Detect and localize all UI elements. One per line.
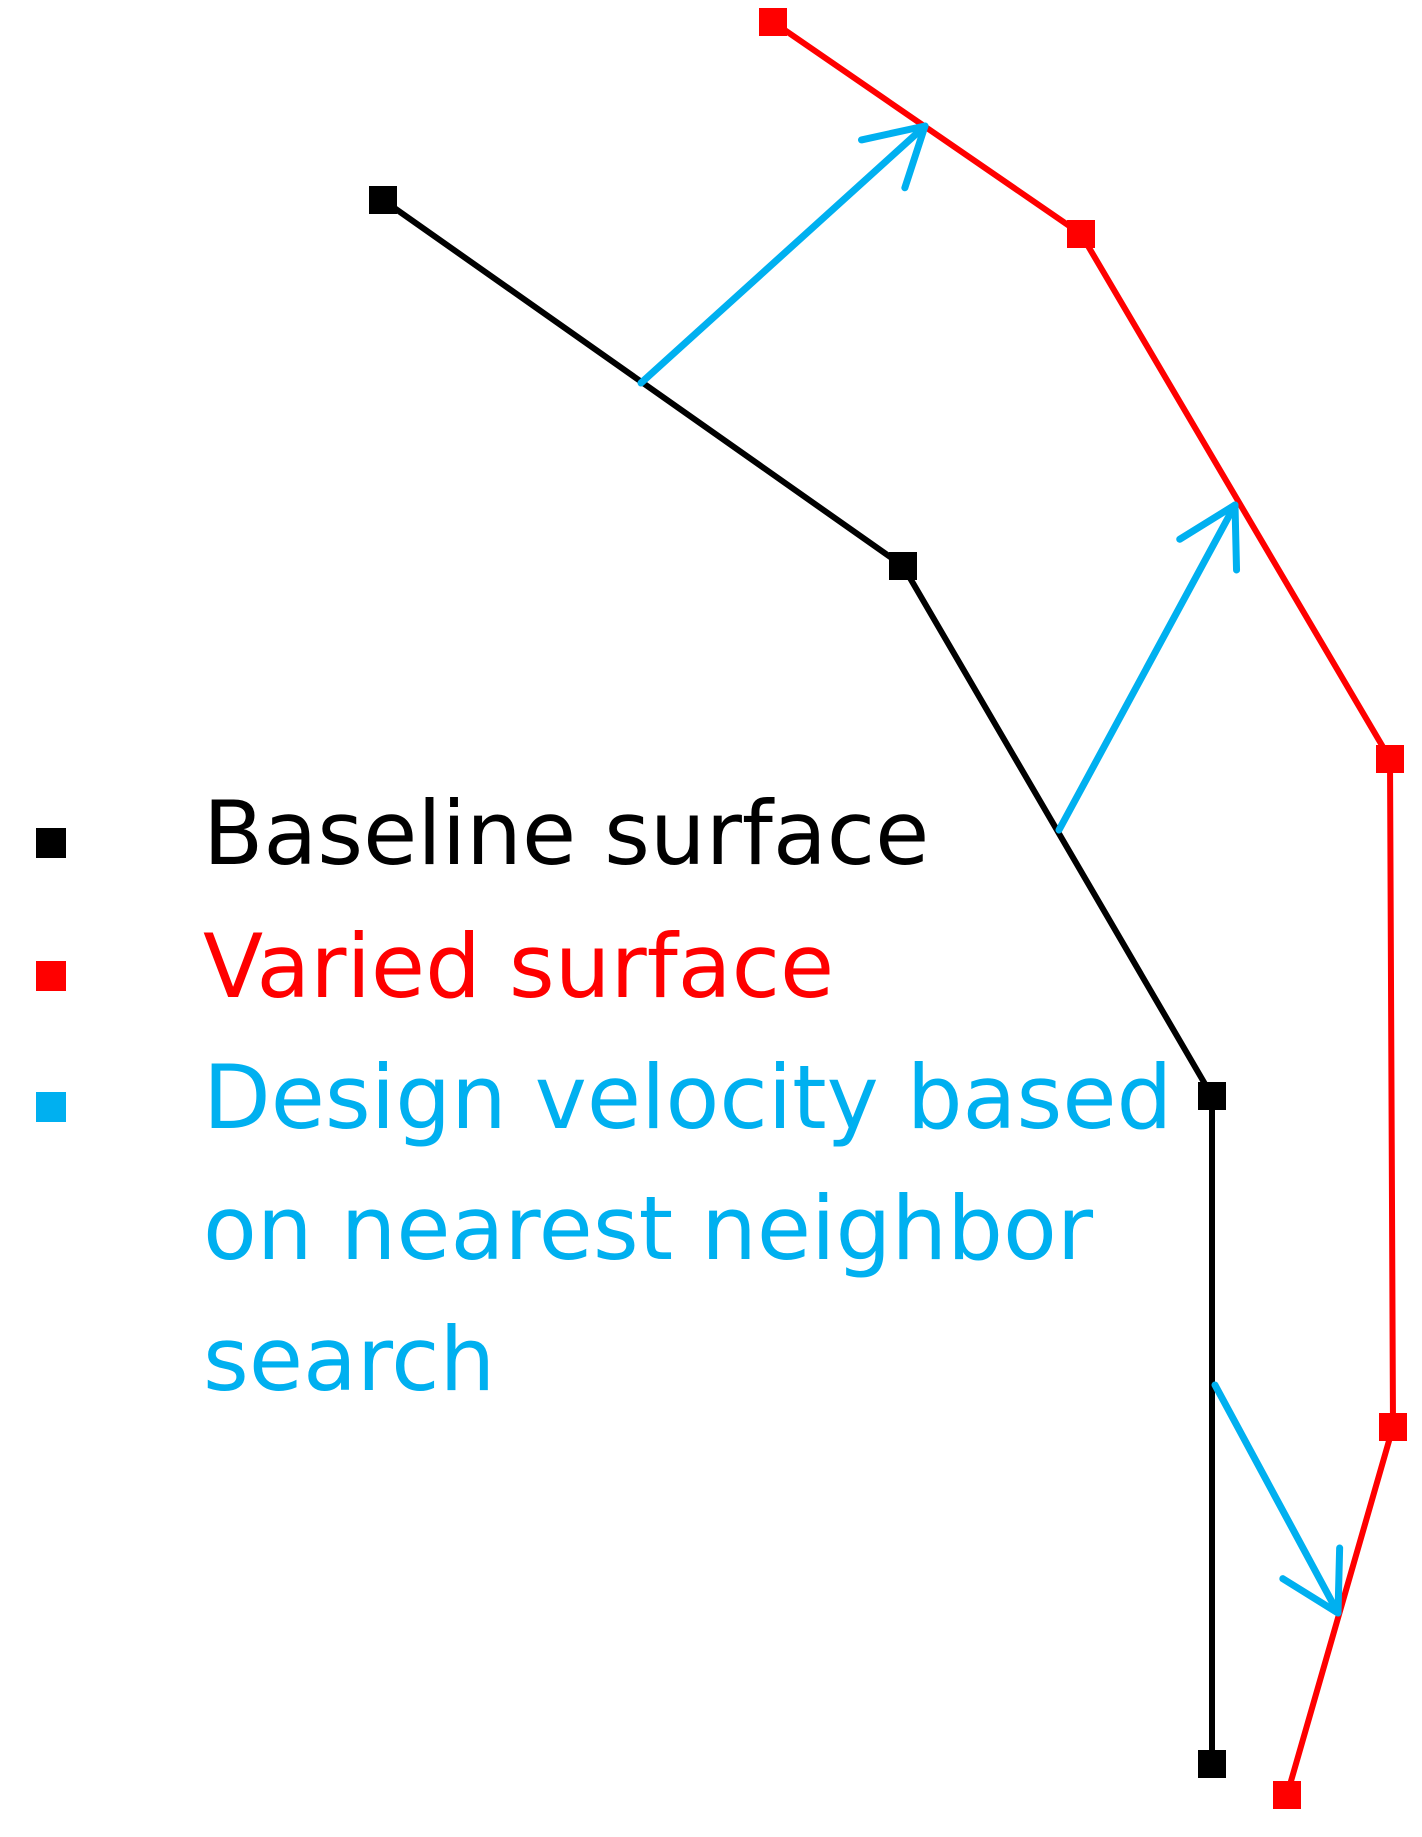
legend-item-baseline: Baseline surface <box>36 782 929 885</box>
baseline-node-3 <box>1198 1082 1226 1110</box>
velocity-arrow-head <box>858 122 929 192</box>
baseline-node-4 <box>1198 1750 1226 1778</box>
legend-marker-varied <box>36 961 66 991</box>
velocity-arrow-3 <box>1211 1381 1344 1617</box>
legend-marker-baseline <box>36 828 66 858</box>
baseline-node-2 <box>889 552 917 580</box>
velocity-arrow-head <box>1176 501 1241 574</box>
varied-surface-line <box>771 19 1397 1796</box>
varied-node-4 <box>1379 1413 1407 1441</box>
varied-node-1 <box>759 8 787 36</box>
varied-node-3 <box>1376 745 1404 773</box>
velocity-arrow-shaft <box>1211 1381 1342 1617</box>
velocity-arrow-1 <box>637 122 929 387</box>
baseline-node-1 <box>369 186 397 214</box>
legend-label-varied: Varied surface <box>203 915 834 1018</box>
velocity-arrow-shaft <box>1055 501 1239 834</box>
varied-node-2 <box>1067 220 1095 248</box>
legend-label-velocity-line-2: on nearest neighbor <box>203 1177 1094 1280</box>
legend-label-velocity-line-3: search <box>203 1308 495 1411</box>
varied-node-5 <box>1273 1781 1301 1809</box>
legend-item-varied: Varied surface <box>36 915 834 1018</box>
velocity-arrows <box>637 122 1344 1617</box>
velocity-arrow-shaft <box>637 122 929 387</box>
surface-lines <box>381 19 1397 1796</box>
surface-nodes <box>369 8 1407 1809</box>
velocity-arrow-head <box>1279 1544 1344 1617</box>
velocity-arrow-2 <box>1055 501 1241 834</box>
legend-item-velocity: Design velocity based on nearest neighbor… <box>36 1046 1172 1411</box>
legend-label-baseline: Baseline surface <box>203 782 929 885</box>
legend-label-velocity-line-1: Design velocity based <box>203 1046 1172 1149</box>
legend-marker-velocity <box>36 1092 66 1122</box>
